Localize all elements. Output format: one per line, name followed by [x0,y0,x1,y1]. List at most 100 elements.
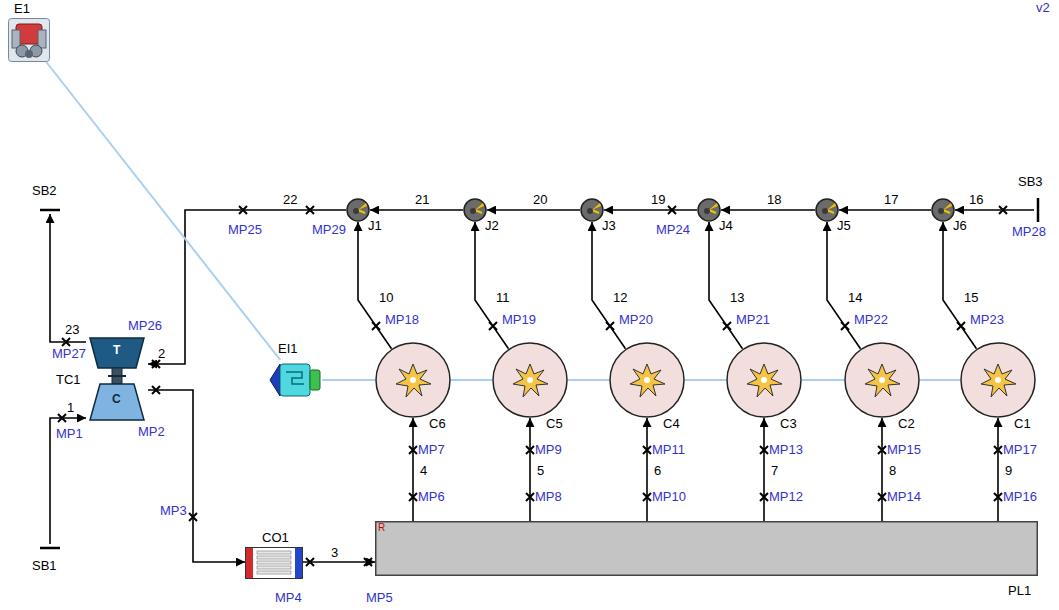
component-name: SB1 [32,558,57,573]
measure-point-marker [152,360,160,368]
intercooler-symbol: CO1 [245,547,303,579]
pipe-number: 22 [282,192,298,207]
pipe-number: 12 [612,290,628,305]
measure-point-marker [409,493,417,501]
pipe-connector [370,209,463,211]
cylinder-symbol: C6 [375,342,451,418]
measure-point-marker [526,493,534,501]
pipe-connector [50,214,86,342]
pipe-number: 11 [495,290,511,305]
junction-symbol: J2 [463,198,487,222]
measure-point-marker [58,414,66,422]
reference-mark: R [378,522,385,534]
cylinder-symbol-outline [844,342,920,418]
pipe-connector [827,222,861,349]
measure-point-marker [152,386,160,394]
pipe-connector [592,222,626,349]
component-name: J2 [485,218,499,233]
measure-point-marker [526,446,534,454]
measure-point-name: MP18 [385,312,419,327]
component-name: C2 [898,416,915,431]
boundary-symbol: SB2 [40,206,60,214]
component-name: PL1 [1008,583,1031,598]
component-name: SB3 [1018,174,1043,189]
measure-point-name: MP3 [160,503,187,518]
measure-point-name: MP15 [887,442,921,457]
component-name: J5 [837,218,851,233]
signal-line [568,379,609,381]
measure-point-name: MP4 [275,590,302,605]
junction-symbol-outline [463,198,487,222]
pipe-connector [839,209,931,211]
pipe-connector [358,222,392,349]
cylinder-symbol-outline [726,342,802,418]
measure-point-marker [364,558,372,566]
injector-icon-outline [270,360,322,400]
measure-point-name: MP6 [418,489,445,504]
cylinder-symbol-outline [375,342,451,418]
cylinder-symbol: C5 [492,342,568,418]
component-name: C1 [1014,416,1031,431]
junction-symbol: J3 [580,198,604,222]
pipe-number: 14 [847,290,863,305]
measure-point-marker [878,493,886,501]
pipe-connector [148,390,245,562]
pipe-connector [529,418,531,521]
pipe-connector [955,209,1034,211]
junction-symbol-outline [815,198,839,222]
pipe-number: 23 [64,322,80,337]
measure-point-name: MP21 [736,312,770,327]
measure-point-name: MP28 [1012,224,1046,239]
component-name: EI1 [278,341,298,356]
measure-point-name: MP24 [656,222,690,237]
junction-symbol-outline [697,198,721,222]
pipe-number: 8 [888,463,897,478]
component-name: C4 [663,416,680,431]
signal-line [451,379,492,381]
measure-point-name: MP14 [887,489,921,504]
measure-point-name: MP7 [418,442,445,457]
measure-point-name: MP25 [228,222,262,237]
pipe-connector [487,209,580,211]
pipe-number: 21 [414,192,430,207]
measure-point-name: MP5 [366,590,393,605]
plenum-box-outline [375,521,1038,576]
component-name: C3 [780,416,797,431]
version-tag: v2 [1036,0,1050,15]
measure-point-name: MP29 [312,222,346,237]
plenum-box: PL1 [375,521,1038,576]
measure-point-marker [760,446,768,454]
cylinder-symbol: C1 [960,342,1036,418]
component-name: J1 [368,218,382,233]
measure-point-name: MP23 [970,312,1004,327]
measure-point-name: MP22 [854,312,888,327]
pipe-connector [148,210,346,364]
turbine-letter: T [113,343,120,357]
pipe-number: 6 [653,463,662,478]
measure-point-marker [306,558,314,566]
junction-symbol-outline [580,198,604,222]
measure-point-marker [841,322,849,330]
measure-point-marker [760,493,768,501]
cylinder-symbol-outline [960,342,1036,418]
pipe-number: 20 [532,192,548,207]
intercooler-symbol-outline [245,547,303,579]
component-name: J3 [602,218,616,233]
pipe-number: 5 [536,463,545,478]
measure-point-name: MP26 [128,318,162,333]
compressor-letter: C [112,392,121,406]
measure-point-marker [668,206,676,214]
measure-point-marker [994,493,1002,501]
component-name: TC1 [56,372,81,387]
pipe-connector [881,418,883,521]
pipe-number: 17 [883,192,899,207]
pipe-connector [604,209,697,211]
measure-point-name: MP8 [535,489,562,504]
pipe-connector [709,222,743,349]
pipe-number: 15 [963,290,979,305]
measure-point-marker [189,513,197,521]
pipe-number: 7 [770,463,779,478]
pipe-number: 16 [968,192,984,207]
pipe-number: 13 [729,290,745,305]
measure-point-name: MP10 [652,489,686,504]
